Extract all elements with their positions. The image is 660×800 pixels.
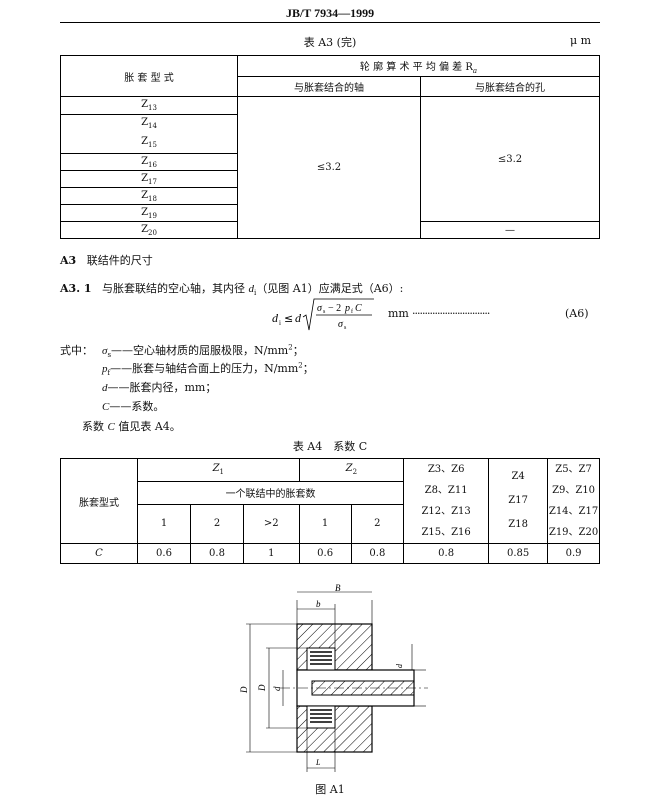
- svg-text:d: d: [272, 311, 279, 325]
- label-d: d: [272, 686, 282, 691]
- svg-text:i: i: [279, 319, 281, 327]
- table-a4-n1: 1: [137, 503, 191, 545]
- where-line-d: d——胀套内径，mm；: [102, 381, 217, 394]
- table-a4-value: 0.85: [488, 543, 549, 564]
- label-di: d: [395, 663, 404, 668]
- formula-dots: ·······························: [412, 307, 490, 320]
- table-a4-n2: 2: [190, 503, 244, 545]
- table-a4-head-count: 一个联结中的胀套数: [136, 480, 405, 505]
- table-row: Z17: [60, 170, 238, 188]
- table-row: Z18: [60, 187, 238, 205]
- label-L1: L: [315, 758, 321, 767]
- table-a4-value: 0.8: [403, 543, 490, 564]
- svg-text:σ: σ: [338, 319, 344, 330]
- svg-text:p: p: [344, 303, 350, 314]
- where-intro: 式中：: [60, 344, 93, 357]
- svg-text:s: s: [344, 325, 347, 331]
- note-table-a4: 系数 C 值见表 A4。: [82, 420, 181, 433]
- table-a3-unit: μ m: [570, 34, 592, 47]
- table-a3-head-hole: 与胀套结合的孔: [420, 76, 600, 97]
- svg-text:σ: σ: [317, 303, 323, 314]
- table-a4-n5: 2: [350, 503, 405, 545]
- table-row: C 0.6 0.8 1 0.6 0.8 0.8 0.85 0.9: [60, 543, 600, 564]
- formula-unit: mm: [388, 307, 409, 320]
- table-row: Z19: [60, 204, 238, 222]
- page-header: JB/T 7934—1999: [285, 6, 375, 20]
- label-b: b: [316, 599, 321, 609]
- formula-a6: d i ≤ d σ s − 2 p f C σ s: [272, 298, 374, 331]
- where-line-sigma: σs——空心轴材质的屈服极限，N/mm2；: [102, 343, 304, 360]
- table-a4-head-type: 胀套型式: [60, 458, 138, 544]
- table-a4-value: 0.9: [547, 543, 600, 564]
- table-a3-head-type: 胀 套 型 式: [60, 55, 238, 97]
- svg-text:d: d: [295, 311, 302, 325]
- header-rule: [60, 22, 600, 23]
- clause-a3-1: A3. 1 与胀套联结的空心轴，其内径 di（见图 A1）应满足式（A6）:: [60, 282, 404, 298]
- where-line-c: C——系数。: [102, 400, 165, 413]
- svg-text:≤: ≤: [284, 312, 293, 325]
- table-a3-z20-hole: —: [420, 221, 600, 239]
- table-a3: 胀 套 型 式 轮 廓 算 术 平 均 偏 差 Ra 与胀套结合的轴 与胀套结合…: [60, 55, 600, 239]
- svg-text:− 2: − 2: [328, 303, 341, 314]
- table-row: Z16: [60, 153, 238, 171]
- table-row: Z20: [60, 221, 238, 239]
- table-a3-caption: 表 A3 (完): [303, 36, 357, 49]
- label-B: B: [335, 583, 341, 593]
- table-a4-caption: 表 A4 系数 C: [292, 440, 368, 453]
- table-a4-value: 1: [243, 543, 300, 564]
- figure-a1-caption: 图 A1: [315, 783, 345, 796]
- svg-text:s: s: [323, 309, 326, 315]
- figure-a1-drawing: B b d D D d L: [239, 583, 428, 772]
- table-a4-row-label: C: [60, 543, 138, 564]
- table-a4-value: 0.6: [298, 543, 352, 564]
- where-line-pf: pf——胀套与轴结合面上的压力，N/mm2；: [102, 361, 314, 378]
- table-a4-value: 0.8: [350, 543, 405, 564]
- table-a4-head-z1: Z1: [137, 458, 300, 482]
- table-a3-shaft-value: ≤3.2: [237, 96, 421, 239]
- table-a4-n4: 1: [298, 503, 352, 545]
- table-a4-value: 0.6: [137, 543, 191, 564]
- label-Dc: D: [239, 686, 249, 694]
- table-a4-head-z2: Z2: [298, 458, 405, 482]
- formula-ref: (A6): [565, 307, 589, 320]
- table-a3-head-shaft: 与胀套结合的轴: [237, 76, 421, 97]
- table-row: Z14 Z15: [60, 114, 238, 154]
- section-a3-heading: A3 联结件的尺寸: [60, 254, 153, 267]
- table-a3-hole-value: ≤3.2: [420, 96, 600, 222]
- svg-text:f: f: [351, 308, 353, 315]
- shaft-bore-section: [311, 680, 415, 696]
- svg-text:C: C: [355, 303, 362, 314]
- table-a4-value: 0.8: [190, 543, 244, 564]
- label-D: D: [257, 684, 267, 692]
- table-row: Z13: [60, 96, 238, 115]
- table-a4-n3: >2: [243, 503, 300, 545]
- table-a3-head-roughness: 轮 廓 算 术 平 均 偏 差 Ra: [237, 55, 600, 77]
